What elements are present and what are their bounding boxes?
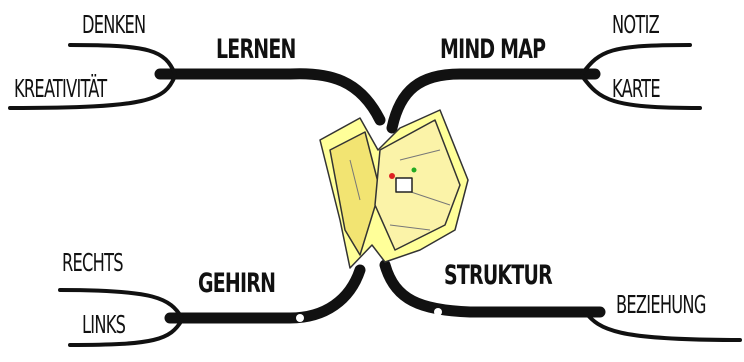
branch-dot [434,308,442,316]
crumpled-map-icon [320,110,468,268]
branch-label-mind-map: MIND MAP [440,36,545,63]
branch-label-gehirn: GEHIRN [198,270,275,297]
sub-label-links: LINKS [82,312,125,337]
sub-label-rechts: RECHTS [62,250,123,275]
sub-label-karte: KARTE [612,76,660,101]
sub-label-denken: DENKEN [82,12,145,37]
branch-dot [441,81,449,89]
sub-label-kreativitat: KREATIVITÄT [14,76,106,101]
sub-label-notiz: NOTIZ [612,12,659,37]
branch-dot [296,314,304,322]
branch-dot [314,84,322,92]
branch-label-lernen: LERNEN [216,36,296,63]
branch-lernen [160,74,380,120]
sub-label-beziehung: BEZIEHUNG [616,292,706,317]
branch-label-struktur: STRUKTUR [444,262,552,289]
